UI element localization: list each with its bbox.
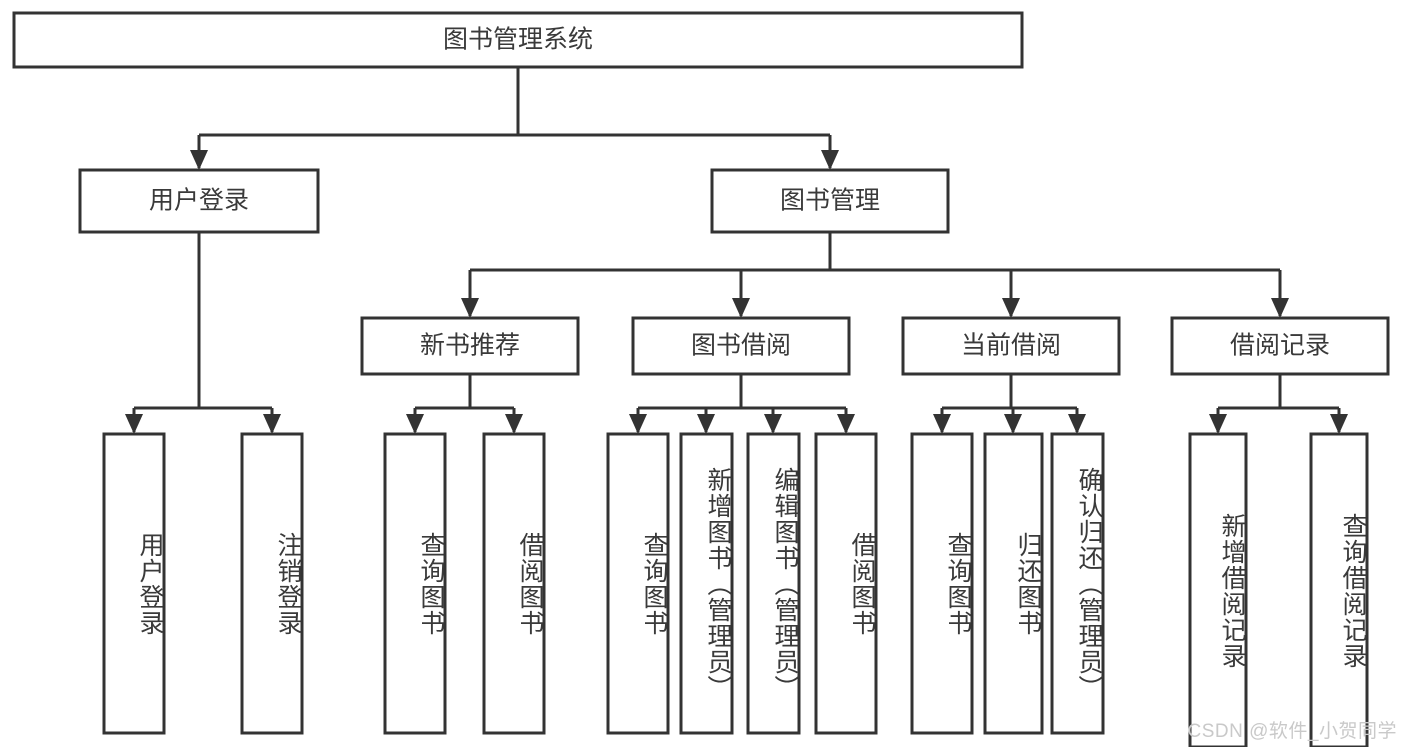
user-login-label: 用户登录 <box>149 187 249 215</box>
current-borrow-box[interactable] <box>901 316 1121 376</box>
arrow-head-icon <box>933 414 951 434</box>
arrow-head-icon <box>837 414 855 434</box>
book-manage-box[interactable] <box>710 168 950 234</box>
leaf-query-record-box[interactable] <box>1309 432 1369 747</box>
book-manage-label: 图书管理 <box>780 187 880 215</box>
book-borrow-box[interactable] <box>631 316 851 376</box>
leaf-add-book-box[interactable] <box>679 432 734 735</box>
root-root-box[interactable] <box>12 11 1024 69</box>
arrow-head-icon <box>1330 414 1348 434</box>
leaf-confirm-return-box[interactable] <box>1050 432 1105 735</box>
leaf-edit-book-box[interactable] <box>746 432 801 735</box>
leaf-add-record-box[interactable] <box>1188 432 1248 747</box>
arrow-head-icon <box>263 414 281 434</box>
current-borrow-label: 当前借阅 <box>961 332 1061 360</box>
leaf-user-login-box[interactable] <box>102 432 166 735</box>
arrow-head-icon <box>732 298 750 318</box>
arrow-head-icon <box>1209 414 1227 434</box>
leaf-user-logout-box[interactable] <box>240 432 304 735</box>
arrow-head-icon <box>461 298 479 318</box>
root-root-label: 图书管理系统 <box>443 26 593 54</box>
leaf-query-book-1-box[interactable] <box>383 432 447 735</box>
leaf-borrow-book-2-box[interactable] <box>814 432 878 735</box>
borrow-record-box[interactable] <box>1170 316 1390 376</box>
connector-lines-layer <box>125 67 1348 434</box>
borrow-record-label: 借阅记录 <box>1230 332 1330 360</box>
new-book-recommend-box[interactable] <box>360 316 580 376</box>
arrow-head-icon <box>629 414 647 434</box>
arrow-head-icon <box>697 414 715 434</box>
new-book-recommend-label: 新书推荐 <box>420 332 520 360</box>
arrow-head-icon <box>1004 414 1022 434</box>
arrow-head-icon <box>1271 298 1289 318</box>
leaf-return-book-box[interactable] <box>983 432 1044 735</box>
arrow-head-icon <box>190 150 208 170</box>
arrow-head-icon <box>764 414 782 434</box>
node-boxes-layer <box>12 11 1390 747</box>
arrow-head-icon <box>1068 414 1086 434</box>
watermark-text: CSDN @软件_小贺同学 <box>1187 721 1397 742</box>
leaf-query-book-3-box[interactable] <box>910 432 974 735</box>
arrow-head-icon <box>1002 298 1020 318</box>
arrow-head-icon <box>821 150 839 170</box>
leaf-borrow-book-1-box[interactable] <box>482 432 546 735</box>
user-login-box[interactable] <box>78 168 320 234</box>
leaf-query-book-2-box[interactable] <box>606 432 670 735</box>
arrow-head-icon <box>406 414 424 434</box>
arrow-head-icon <box>125 414 143 434</box>
book-borrow-label: 图书借阅 <box>691 332 791 360</box>
arrow-head-icon <box>505 414 523 434</box>
